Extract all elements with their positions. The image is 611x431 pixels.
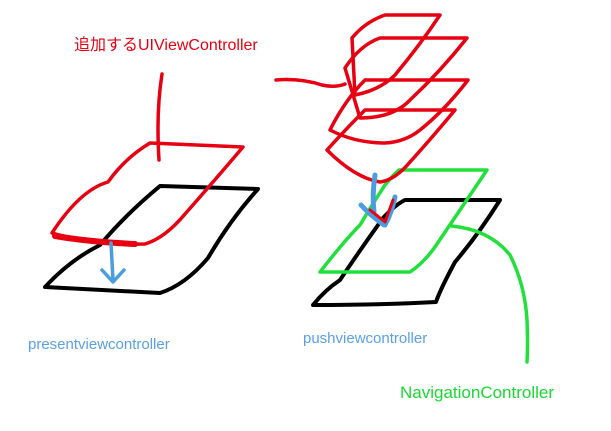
navigation-controller-label: NavigationController	[400, 383, 555, 402]
present-leader-line	[156, 72, 164, 162]
present-added-view	[50, 141, 245, 246]
present-arrow-icon	[100, 241, 126, 284]
pushed-view-2	[343, 36, 469, 120]
push-view-controller-label: pushviewcontroller	[303, 330, 428, 347]
navigation-controller-leader	[450, 224, 530, 364]
pushed-view-3	[328, 78, 470, 145]
push-arrow-icon	[358, 172, 398, 228]
add-view-controller-label: 追加するUIViewController	[74, 37, 258, 54]
present-view-controller-label: presentviewcontroller	[28, 336, 170, 353]
pushed-view-1	[350, 13, 442, 97]
pushed-view-leader	[274, 77, 347, 89]
present-added-view-edge	[52, 233, 138, 247]
push-base-view	[311, 198, 502, 307]
pushed-view-4	[325, 108, 457, 184]
navigation-controller-view	[318, 168, 489, 274]
